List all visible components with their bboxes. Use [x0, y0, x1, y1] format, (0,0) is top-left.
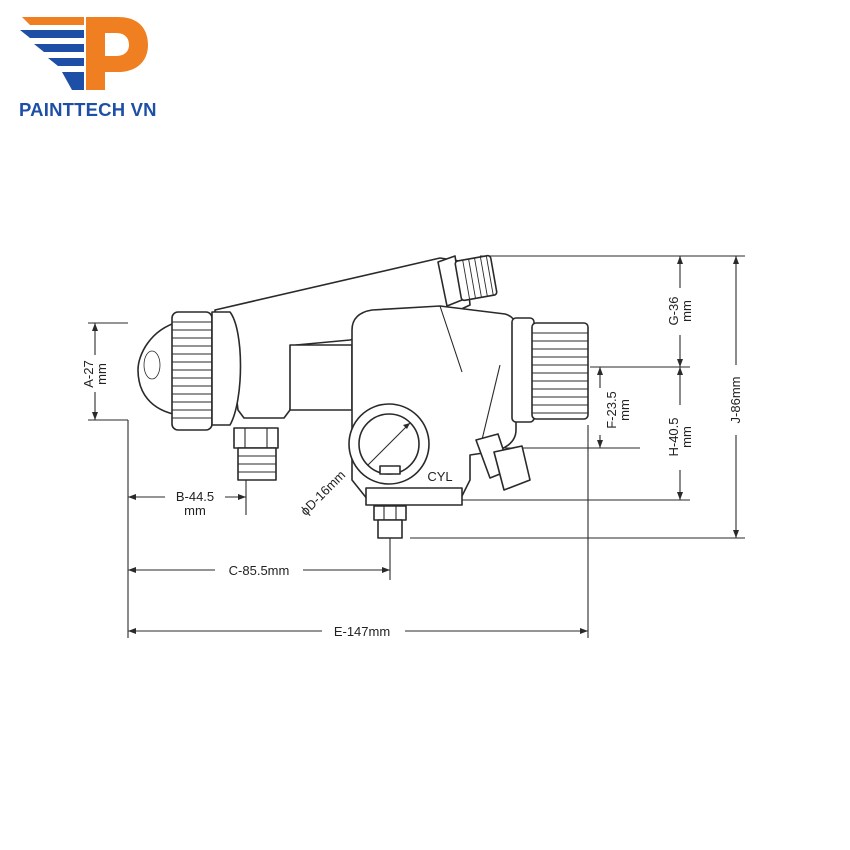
painttech-logo: [20, 17, 148, 90]
dim-e-label: E-147mm: [334, 624, 390, 639]
dim-g-label: G-36: [666, 297, 681, 326]
gun-neck: [289, 344, 353, 411]
bottom-air-inlet-fitting: [377, 519, 403, 539]
bore-slot: [379, 465, 401, 475]
dim-g-unit: mm: [679, 300, 694, 322]
dim-c-label: C-85.5mm: [229, 563, 290, 578]
dim-a-unit: mm: [94, 363, 109, 385]
cyl-label: CYL: [427, 469, 452, 484]
logo-wing-stripe: [48, 58, 84, 66]
bore-diameter-leader: [367, 422, 411, 466]
dim-f-unit: mm: [617, 399, 632, 421]
dim-h-label: H-40.5: [666, 417, 681, 456]
extension-lines: [88, 255, 745, 638]
logo-wing-stripe: [20, 30, 84, 38]
dim-b-label: B-44.5: [176, 489, 214, 504]
logo-wing-stripe: [34, 44, 84, 52]
dim-f-label: F-23.5: [604, 391, 619, 429]
air-cap-highlight: [143, 350, 161, 380]
dim-h-unit: mm: [679, 426, 694, 448]
front-nut-knurling: [172, 321, 212, 419]
top-adjuster-knurling: [462, 255, 494, 300]
dimension-arrowheads: [92, 256, 739, 634]
fluid-inlet-nut: [233, 427, 279, 449]
rear-knurled-knob: [531, 322, 589, 420]
cyl-air-fitting-tip: [493, 445, 531, 491]
dim-b-unit: mm: [184, 503, 206, 518]
bottom-air-inlet-nut: [373, 505, 407, 521]
top-knurled-adjuster: [454, 254, 498, 302]
rear-knob-knurling: [532, 332, 588, 414]
dim-d-label: ϕD-16mm: [297, 467, 348, 518]
rear-knob-collar: [511, 317, 535, 423]
logo-p-shape: [86, 17, 148, 90]
dim-a-label: A-27: [81, 360, 96, 387]
cylinder-base: [365, 487, 463, 506]
logo-wing-stripe: [22, 17, 84, 25]
gun-head-body: [211, 311, 242, 426]
logo-wing-stripe: [62, 72, 84, 90]
brand-name: PAINTTECH VN: [19, 99, 157, 120]
dim-j-label: J-86mm: [728, 377, 743, 424]
